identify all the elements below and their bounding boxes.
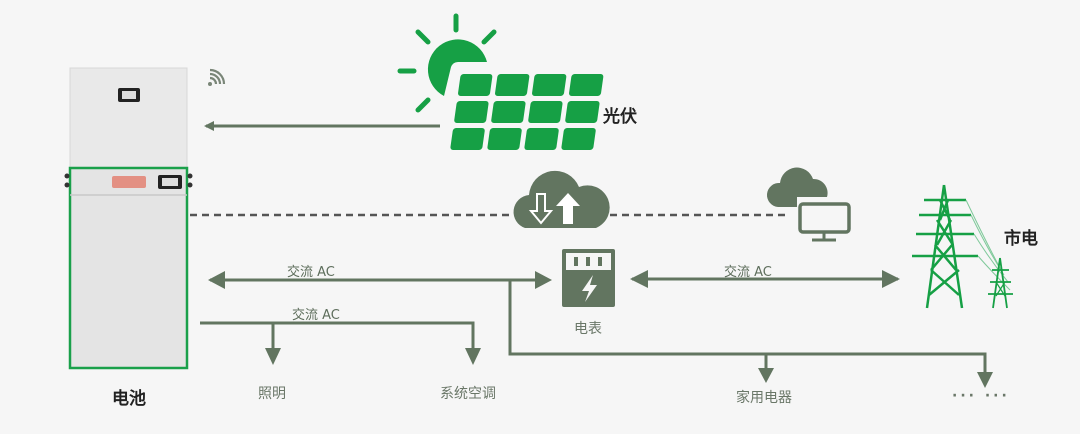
wifi-icon [208, 68, 226, 86]
electric-meter-icon [562, 249, 615, 307]
cloud-monitor-icon [766, 167, 851, 242]
meter-label: 电表 [574, 321, 602, 337]
battery-cabinet-icon [64, 67, 193, 370]
meter-grid-ac-label: 交流 AC [724, 265, 772, 280]
power-tower-icon [912, 184, 1013, 309]
load-lighting-label: 照明 [258, 386, 286, 402]
solar-panel-icon [397, 13, 604, 150]
cloud-transfer-icon [513, 170, 610, 228]
grid-label: 市电 [1004, 229, 1038, 249]
load-more-label: ··· ··· [952, 388, 1010, 404]
battery-loads-ac-label: 交流 AC [292, 308, 340, 323]
load-appliances-label: 家用电器 [736, 390, 792, 406]
pv-label: 光伏 [603, 107, 637, 127]
battery-loads-ac-line [200, 321, 475, 350]
meter-grid-ac-line [630, 270, 900, 288]
load-air-conditioner-label: 系统空调 [440, 386, 496, 402]
battery-meter-ac-label: 交流 AC [287, 265, 335, 280]
battery-meter-ac-line [208, 271, 552, 289]
battery-label: 电池 [112, 389, 146, 409]
